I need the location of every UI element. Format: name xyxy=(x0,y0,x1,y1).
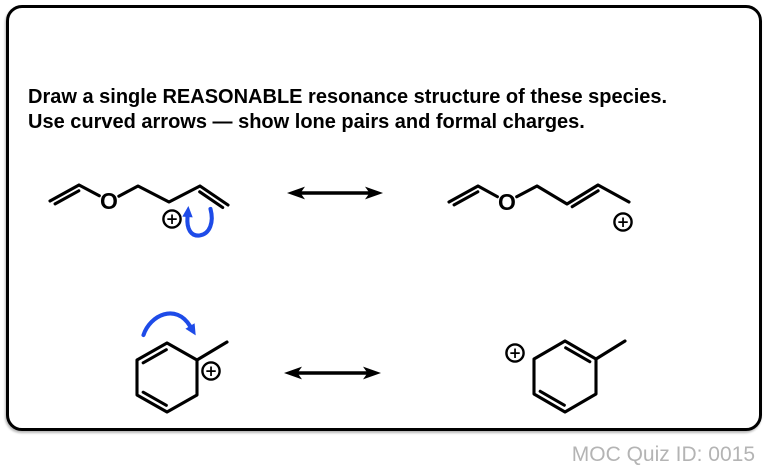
carbon-chain-bonds xyxy=(117,184,230,207)
molecule-vinyl-ether-allyl-cation: O + xyxy=(48,183,230,229)
instructions-line-2: Use curved arrows — show lone pairs and … xyxy=(28,110,585,133)
charge-circle xyxy=(162,209,182,229)
quiz-border-frame xyxy=(6,5,762,431)
molecule-vinyl-ether-allyl-cation-resonance: O + xyxy=(447,183,633,232)
curved-arrow-path xyxy=(141,311,193,338)
molecule-methylcyclohexadienyl-cation-resonance: + xyxy=(505,339,627,414)
methyl-bond xyxy=(195,340,229,362)
vinyl-double-bond-inner-line xyxy=(53,189,81,206)
curved-electron-arrow-top xyxy=(182,206,214,238)
plus-sign: + xyxy=(205,362,218,380)
formal-charge-plus: + xyxy=(162,209,182,229)
vinyl-bond xyxy=(48,183,101,203)
plus-sign: + xyxy=(509,344,522,362)
ring-double-bond-inner-line-upper-right xyxy=(564,346,592,364)
curved-arrow-head xyxy=(185,323,196,336)
molecule-methylcyclohexadienyl-cation: + xyxy=(135,340,229,414)
vinyl-double-bond-inner-line xyxy=(452,190,480,207)
resonance-arrow-right-head xyxy=(363,366,381,380)
oxygen-atom-label: O xyxy=(100,188,118,214)
alkene-double-bond-inner-line xyxy=(570,189,600,209)
carbon-chain-bonds xyxy=(515,183,631,206)
resonance-arrow-right-head xyxy=(365,186,383,200)
oxygen-atom-label: O xyxy=(498,189,516,215)
formal-charge-plus: + xyxy=(613,212,633,232)
alkene-double-bond-inner-line xyxy=(198,190,225,210)
formal-charge-plus: + xyxy=(505,343,525,363)
formal-charge-plus: + xyxy=(201,361,221,381)
instructions: Draw a single REASONABLE resonance struc… xyxy=(28,85,758,134)
resonance-arrow-bottom xyxy=(284,366,381,380)
resonance-arrow-left-head xyxy=(287,186,305,200)
ring-double-bond-inner-line-lower-left xyxy=(141,390,168,407)
ring-bonds xyxy=(532,339,598,414)
vinyl-bond xyxy=(447,184,499,204)
resonance-arrow-top xyxy=(287,186,383,200)
ring-bonds xyxy=(135,341,199,414)
plus-sign: + xyxy=(617,213,630,231)
curved-arrow-path xyxy=(185,206,214,238)
instructions-line-1: Draw a single REASONABLE resonance struc… xyxy=(28,86,668,108)
ring-double-bond-inner-line-lower-left xyxy=(538,389,566,407)
plus-sign: + xyxy=(166,210,179,228)
curved-electron-arrow-bottom xyxy=(141,311,196,338)
quiz-id-label: MOC Quiz ID: 0015 xyxy=(571,443,755,466)
ring-double-bond-inner-line-upper-left xyxy=(141,348,168,365)
methyl-bond xyxy=(594,339,627,361)
curved-arrow-head xyxy=(182,206,193,218)
charge-circle xyxy=(613,212,633,232)
charge-circle xyxy=(505,343,525,363)
charge-circle xyxy=(201,361,221,381)
resonance-arrow-left-head xyxy=(284,366,302,380)
